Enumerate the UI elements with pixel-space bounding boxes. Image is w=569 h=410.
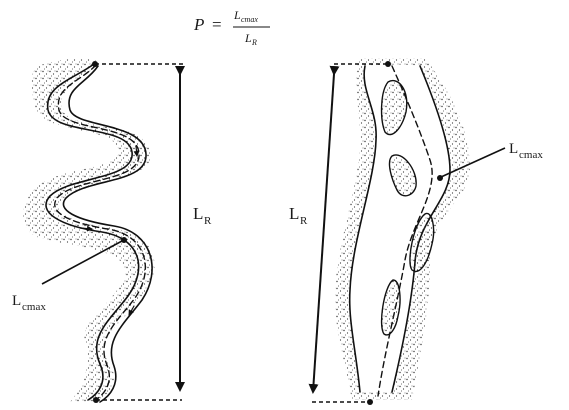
left-reach-symbol: L: [193, 204, 203, 223]
formula-denominator-symbol: L: [244, 31, 252, 45]
left-channel-length-label: L cmax: [12, 293, 46, 313]
right-reach-symbol: L: [289, 204, 299, 223]
formula-equals: =: [212, 15, 222, 34]
right-channel-length-label: L cmax: [509, 141, 543, 161]
left-reach-length-label: L R: [193, 204, 212, 227]
right-channel-subscript: cmax: [519, 149, 543, 161]
formula-numerator-subscript: cmax: [241, 15, 258, 24]
sinuosity-formula: P = L cmax L R: [193, 8, 270, 47]
right-reach-length-label: L R: [289, 204, 308, 227]
formula-denominator-subscript: R: [251, 38, 257, 47]
formula-lhs: P: [193, 15, 204, 34]
formula-denominator: L R: [244, 31, 257, 47]
formula-numerator-symbol: L: [233, 8, 241, 22]
left-channel-leader-line: [42, 241, 122, 284]
left-channel-subscript: cmax: [22, 301, 46, 313]
left-channel-symbol: L: [12, 293, 21, 309]
left-channel-label-point: [121, 237, 127, 243]
formula-numerator: L cmax: [233, 8, 258, 24]
left-meandering-channel-diagram: L R L cmax: [12, 59, 212, 403]
right-channel-symbol: L: [509, 141, 518, 157]
left-reach-subscript: R: [204, 215, 212, 227]
right-reach-subscript: R: [300, 215, 308, 227]
right-reach-length-arrow: [313, 74, 334, 392]
right-braided-channel-diagram: L R L cmax: [289, 58, 543, 405]
